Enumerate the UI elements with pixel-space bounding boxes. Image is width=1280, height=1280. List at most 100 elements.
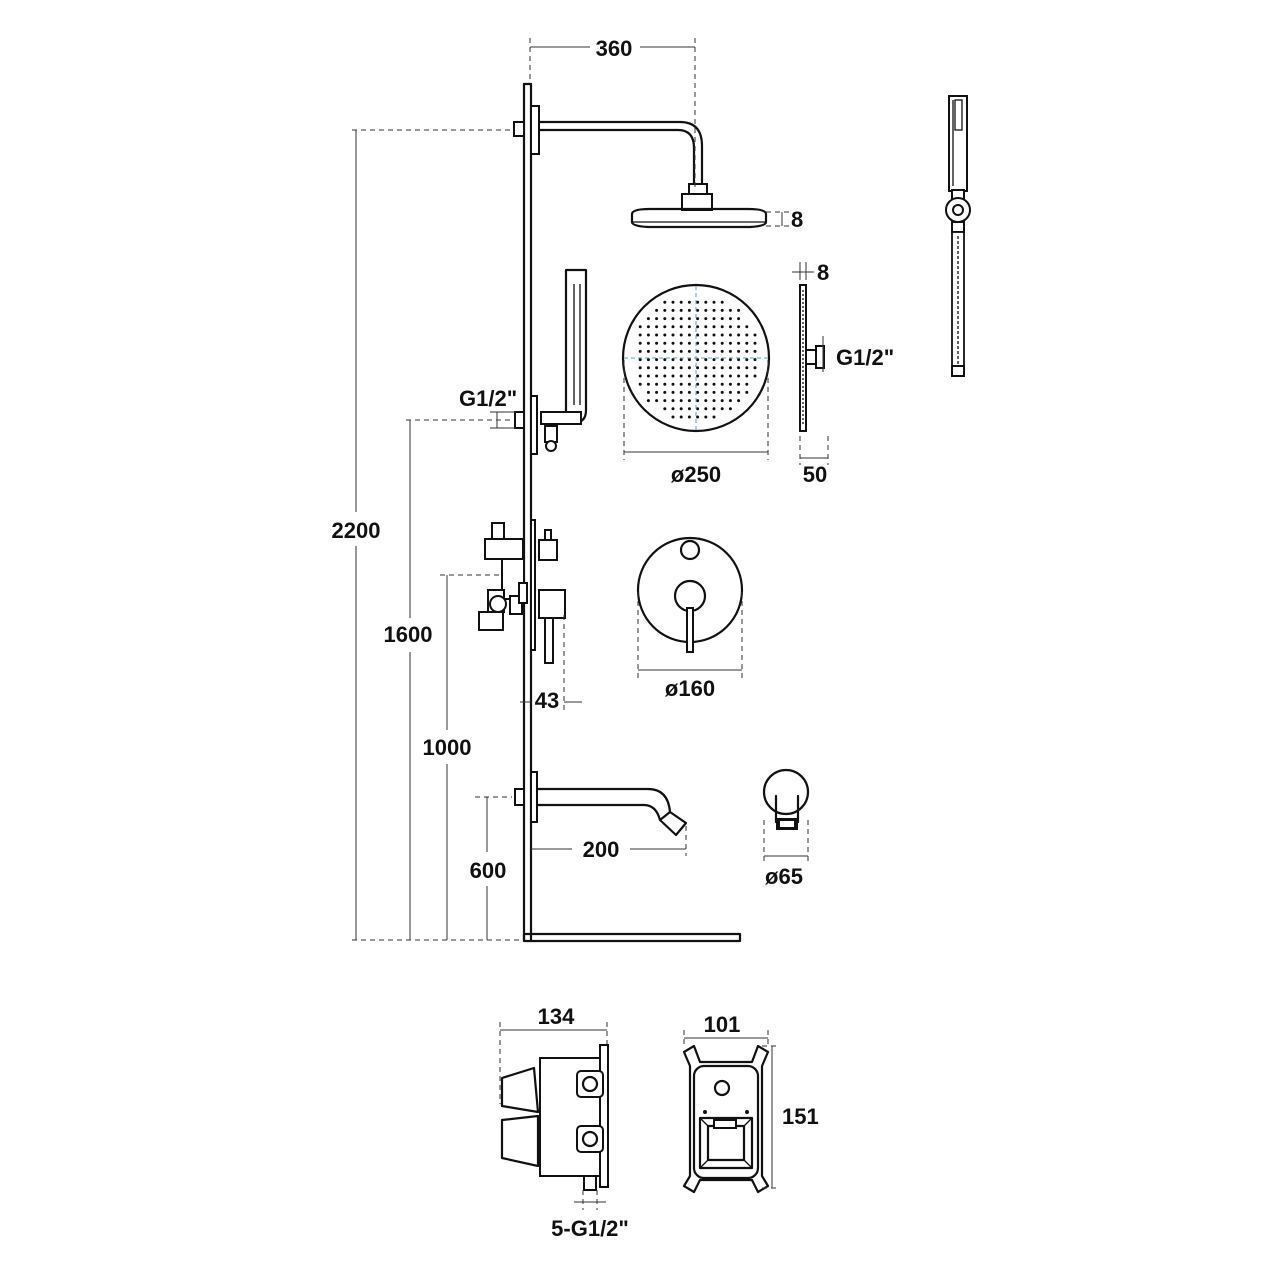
nozzle-dot (712, 341, 716, 345)
nozzle-dot (663, 300, 667, 304)
nozzle-dot (753, 333, 757, 337)
nozzle-dot (720, 374, 724, 378)
floor-line (522, 932, 742, 943)
nozzle-dot (671, 390, 675, 394)
nozzle-dot (679, 382, 683, 386)
nozzle-dot (704, 349, 708, 353)
nozzle-dot (646, 317, 650, 321)
nozzle-dot (712, 415, 716, 419)
nozzle-dot (712, 333, 716, 337)
nozzle-dot (696, 407, 700, 411)
nozzle-dot (720, 366, 724, 370)
nozzle-dot (696, 382, 700, 386)
nozzle-dot (638, 366, 642, 370)
nozzle-dot (720, 333, 724, 337)
dim-box-connections: 5-G1/2" (551, 1216, 629, 1241)
nozzle-dot (712, 358, 716, 362)
nozzle-dot (663, 374, 667, 378)
nozzle-dot (712, 349, 716, 353)
dim-hand-inlet-lines (490, 411, 516, 429)
nozzle-dot (696, 415, 700, 419)
nozzle-dot (696, 333, 700, 337)
dim-valve-depth: 43 (535, 688, 559, 713)
nozzle-dot (704, 407, 708, 411)
nozzle-dot (712, 399, 716, 403)
nozzle-dot (704, 308, 708, 312)
dim-head-diameter-lines (623, 360, 769, 460)
dim-head-thickness: 8 (791, 207, 803, 232)
nozzle-dot (696, 317, 700, 321)
nozzle-dot (737, 308, 741, 312)
nozzle-dot (687, 399, 691, 403)
nozzle-dot (687, 300, 691, 304)
box-front-view (682, 1044, 770, 1194)
nozzle-dot (663, 317, 667, 321)
nozzle-dot (728, 317, 732, 321)
nozzle-dot (745, 341, 749, 345)
nozzle-dot (655, 349, 659, 353)
nozzle-dot (655, 317, 659, 321)
dim-spout-length: 200 (583, 837, 620, 862)
dim-valve-depth-lines (520, 615, 582, 712)
nozzle-dot (720, 390, 724, 394)
nozzle-dot (638, 325, 642, 329)
nozzle-dot (679, 349, 683, 353)
nozzle-dot (687, 366, 691, 370)
shower-head-front (621, 283, 771, 433)
nozzle-dot (671, 407, 675, 411)
box-side-view (500, 1044, 609, 1191)
nozzle-dot (728, 374, 732, 378)
nozzle-dot (728, 358, 732, 362)
nozzle-dot (704, 300, 708, 304)
spout-front (762, 768, 810, 830)
nozzle-dot (745, 349, 749, 353)
nozzle-dot (638, 349, 642, 353)
dim-spout-plate: ø65 (765, 864, 803, 889)
nozzle-dot (737, 390, 741, 394)
nozzle-dot (663, 407, 667, 411)
shower-head-side (630, 207, 768, 229)
dim-arm-length: 360 (596, 36, 633, 61)
dim-height-mixer: 1000 (423, 735, 472, 760)
nozzle-dot (655, 374, 659, 378)
nozzle-dot (671, 366, 675, 370)
nozzle-dot (671, 341, 675, 345)
nozzle-dot (737, 349, 741, 353)
nozzle-dot (655, 390, 659, 394)
nozzle-dot (638, 382, 642, 386)
nozzle-dot (679, 390, 683, 394)
nozzle-dot (679, 358, 683, 362)
nozzle-dot (737, 317, 741, 321)
nozzle-dot (687, 415, 691, 419)
dim-hand-inlet: G1/2" (459, 386, 517, 411)
nozzle-dot (753, 366, 757, 370)
nozzle-dot (671, 317, 675, 321)
nozzle-dot (696, 358, 700, 362)
nozzle-dot (687, 317, 691, 321)
nozzle-dot (679, 317, 683, 321)
nozzle-dot (646, 366, 650, 370)
nozzle-dot (704, 415, 708, 419)
dim-head-profile-lines (792, 262, 829, 465)
nozzle-dot (671, 308, 675, 312)
nozzle-dot (679, 300, 683, 304)
nozzle-dot (663, 366, 667, 370)
nozzle-dot (737, 366, 741, 370)
dim-head-thickness-lines (766, 211, 790, 227)
nozzle-dot (655, 366, 659, 370)
nozzle-dot (728, 366, 732, 370)
nozzle-dot (728, 308, 732, 312)
nozzle-dot (687, 358, 691, 362)
nozzle-dot (737, 325, 741, 329)
nozzle-dot (679, 333, 683, 337)
nozzle-dot (737, 358, 741, 362)
nozzle-dot (712, 325, 716, 329)
nozzle-dot (671, 399, 675, 403)
nozzle-dot (728, 399, 732, 403)
nozzle-dot (712, 407, 716, 411)
nozzle-dot (737, 382, 741, 386)
nozzle-dot (638, 333, 642, 337)
nozzle-dot (663, 358, 667, 362)
bath-spout-side (514, 771, 688, 837)
nozzle-dot (737, 374, 741, 378)
